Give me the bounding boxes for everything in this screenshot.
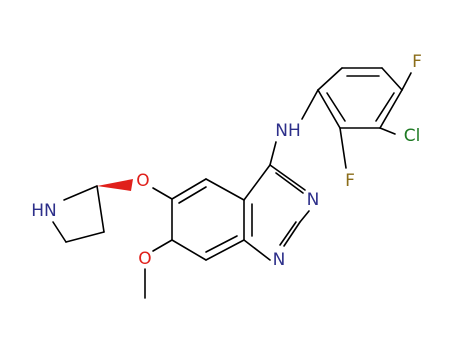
bond <box>379 89 403 129</box>
pyrrolidine-nh-label: HN <box>31 201 57 221</box>
bond <box>243 239 271 261</box>
nitrogen-atom-label: N <box>307 190 320 210</box>
bond <box>326 92 346 122</box>
bond <box>283 221 301 247</box>
bond <box>381 67 403 91</box>
bond <box>401 72 412 91</box>
bond <box>379 127 396 135</box>
fluorine-atom-label: F <box>412 52 422 72</box>
atom-labels: F Cl F NH N N O O HN <box>31 52 422 270</box>
bond <box>152 187 173 200</box>
bond <box>65 231 105 243</box>
bond <box>205 235 238 253</box>
bond <box>299 210 310 223</box>
bond <box>243 164 271 201</box>
chlorine-atom-label: Cl <box>404 126 421 146</box>
bond <box>178 186 207 204</box>
oxygen-atom-label: O <box>136 171 149 191</box>
bond <box>275 172 304 194</box>
nitrogen-atom-label: N <box>273 250 286 270</box>
bond-lines <box>52 67 412 299</box>
amine-nh-label: NH <box>275 121 301 141</box>
oxygen-atom-label: O <box>138 249 151 269</box>
bond <box>96 185 105 233</box>
bond <box>63 185 98 201</box>
bond <box>269 164 306 191</box>
stereo-wedge-bond <box>97 179 133 191</box>
bond <box>171 178 207 200</box>
bond <box>205 239 245 261</box>
bond <box>317 67 343 91</box>
bond <box>52 221 67 243</box>
fluorine-atom-label: F <box>345 171 355 191</box>
bond <box>171 239 207 261</box>
bond <box>317 89 341 129</box>
bond <box>269 141 277 166</box>
bond <box>301 89 319 120</box>
bond <box>339 127 347 169</box>
bond <box>375 92 395 122</box>
bond <box>205 178 245 201</box>
bond <box>279 221 297 246</box>
bond <box>152 239 173 252</box>
